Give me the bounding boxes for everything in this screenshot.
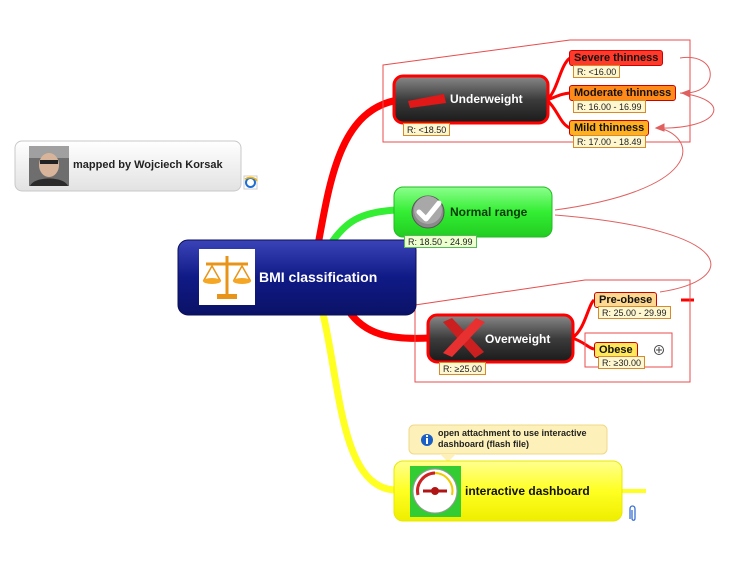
paperclip-icon[interactable] <box>629 505 636 521</box>
mild-thinness-label[interactable]: Mild thinness <box>569 120 650 136</box>
normal-label[interactable]: Normal range <box>450 205 528 219</box>
gauge-icon[interactable] <box>410 466 461 517</box>
author-box <box>14 140 242 192</box>
branch-overweight <box>344 306 434 342</box>
red-bar-icon <box>408 94 446 108</box>
branch-lines <box>314 56 694 494</box>
branch-normal <box>326 206 400 249</box>
author-label: mapped by Wojciech Korsak <box>73 159 223 171</box>
x-mark-icon <box>443 318 485 358</box>
overweight-label[interactable]: Overweight <box>485 332 551 346</box>
central-topic-label[interactable]: BMI classification <box>259 269 378 285</box>
author-avatar <box>29 146 69 186</box>
severe-thinness-range: R: <16.00 <box>573 65 621 78</box>
severe-thinness-label[interactable]: Severe thinness <box>569 50 664 66</box>
moderate-thinness-label[interactable]: Moderate thinness <box>569 85 677 101</box>
pre-obese-range: R: 25.00 - 29.99 <box>598 306 671 319</box>
overweight-box <box>426 313 575 364</box>
ie-link-icon[interactable] <box>243 175 258 190</box>
branch-dashboard <box>318 306 402 494</box>
info-icon <box>421 434 433 446</box>
check-icon <box>411 195 445 229</box>
pre-obese-label[interactable]: Pre-obese <box>594 292 658 308</box>
scales-icon <box>199 249 255 305</box>
normal-range: R: 18.50 - 24.99 <box>404 235 477 248</box>
dashboard-label[interactable]: interactive dashboard <box>465 484 590 498</box>
underweight-range: R: <18.50 <box>403 123 451 136</box>
dashboard-callout-text: open attachment to use interactive dashb… <box>438 428 587 449</box>
expand-plus-icon[interactable] <box>654 345 664 355</box>
underweight-label[interactable]: Underweight <box>450 92 523 106</box>
relationship-lines <box>554 56 715 293</box>
underweight-box <box>392 74 550 125</box>
branch-underweight <box>314 96 402 249</box>
moderate-thinness-range: R: 16.00 - 16.99 <box>573 100 646 113</box>
overweight-range: R: ≥25.00 <box>439 362 486 375</box>
dashboard-callout-box <box>408 424 608 455</box>
mild-thinness-range: R: 17.00 - 18.49 <box>573 135 646 148</box>
obese-range: R: ≥30.00 <box>598 356 645 369</box>
